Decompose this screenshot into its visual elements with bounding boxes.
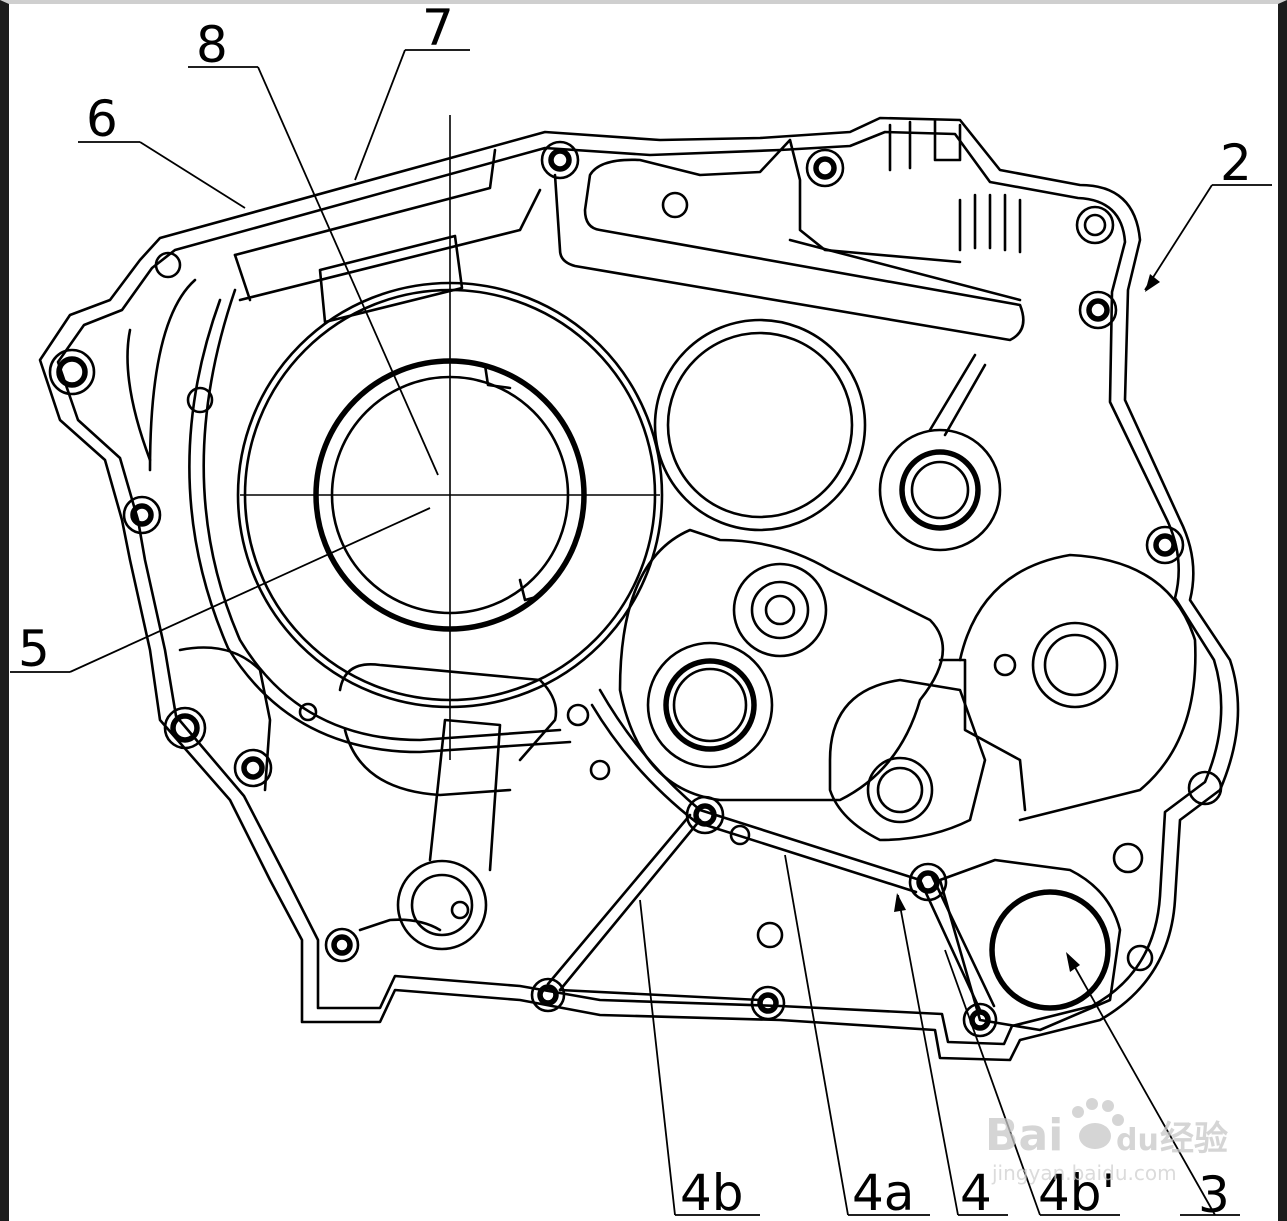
label-5: 5 <box>18 620 50 678</box>
housing-outline <box>38 116 1240 1062</box>
callout-arrow-4 <box>894 893 906 912</box>
label-4b: 4b <box>680 1164 744 1221</box>
watermark-cn: 经验 <box>1160 1119 1228 1159</box>
callout-leader-4b-prime <box>944 949 1041 1216</box>
callout-arrow-2 <box>1145 274 1160 292</box>
callout-leader-4 <box>897 894 959 1216</box>
middle-recess <box>618 528 945 802</box>
callout-leader-6 <box>139 141 246 209</box>
bolt-bosses <box>48 140 1223 1038</box>
callout-leader-3 <box>1067 954 1216 1216</box>
label-4: 4 <box>960 1164 992 1221</box>
label-6: 6 <box>86 90 118 148</box>
watermark-brand: Bai <box>985 1110 1063 1161</box>
callout-leader-7 <box>354 49 406 181</box>
callout-leader-4b <box>639 899 676 1216</box>
callout-leader-4a <box>784 854 849 1216</box>
watermark-brand-tail: du <box>1116 1123 1159 1158</box>
watermark: Bai du 经验 jingyan.baidu.com <box>985 1098 1228 1185</box>
main-bore <box>236 115 664 760</box>
watermark-url: jingyan.baidu.com <box>991 1161 1177 1185</box>
label-4a: 4a <box>852 1164 914 1221</box>
right-boss <box>828 553 1197 842</box>
callout-arrow-3 <box>1066 952 1080 972</box>
label-3: 3 <box>1198 1166 1230 1221</box>
callout-leader-2 <box>1144 184 1213 291</box>
label-7: 7 <box>422 0 454 57</box>
lower-right-port <box>938 858 1122 1032</box>
lower-left-arm <box>178 646 558 951</box>
label-4b-prime: 4b' <box>1038 1164 1115 1221</box>
part-labels: 8 7 6 2 5 4b 4a 4 4b' 3 <box>18 0 1252 1221</box>
callout-leader-8 <box>257 66 439 476</box>
callout-lines <box>10 49 1272 1216</box>
paw-icon <box>1072 1098 1124 1149</box>
label-8: 8 <box>196 16 228 74</box>
callout-leader-5 <box>69 507 431 673</box>
upper-right-bore <box>653 318 1002 552</box>
upper-channel <box>233 118 1025 342</box>
label-2: 2 <box>1220 134 1252 192</box>
